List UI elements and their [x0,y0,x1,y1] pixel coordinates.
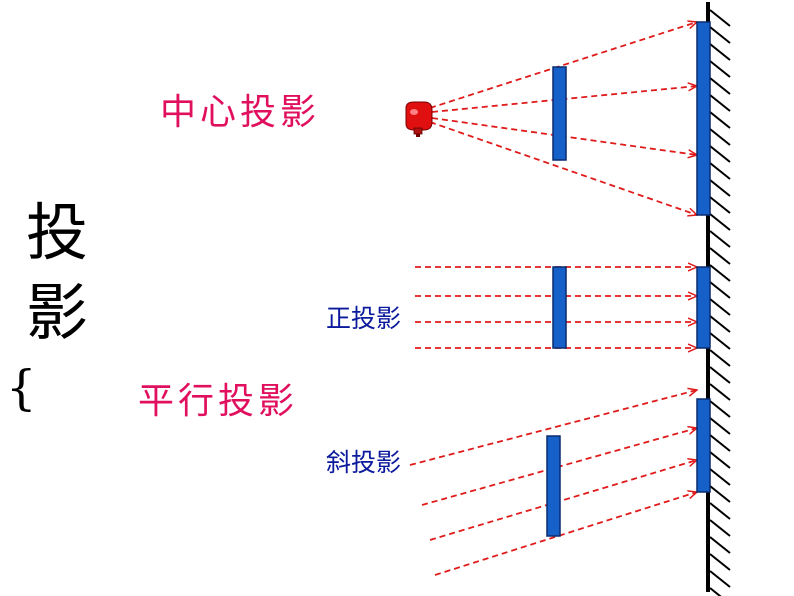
brace: { [6,360,37,416]
hatch-line [709,315,731,333]
oblique-projection-label: 斜投影 [326,448,402,477]
orthographic-projection-label: 正投影 [326,304,402,333]
light-bulb-icon [405,101,433,137]
hatch-line [709,111,731,129]
hatch-line [709,587,722,596]
ray [429,22,697,109]
hatch-line [709,332,731,350]
central-object [552,66,567,161]
hatch-line [709,519,731,537]
hatch-line [709,434,731,452]
shadows [696,21,711,493]
wall-hatching [709,9,731,596]
hatch-line [709,468,731,486]
orthographic-shadow [696,266,711,349]
hatch-line [709,230,731,248]
hatch-line [709,349,731,367]
hatch-line [709,9,731,27]
hatch-line [709,94,731,112]
hatch-line [709,553,731,571]
hatch-line [709,264,731,282]
wall [706,2,731,596]
hatch-line [709,162,731,180]
ray [429,460,697,541]
hatch-line [709,247,731,265]
ray [429,121,697,215]
orthographic-object [552,266,567,349]
hatch-line [709,60,731,78]
hatch-line [709,400,731,418]
hatch-line [709,179,731,197]
ray [434,492,697,576]
hatch-line [709,128,731,146]
hatch-line [709,43,731,61]
hatch-line [709,536,731,554]
title-char-1: 投 [26,196,89,269]
hatch-line [709,196,731,214]
hatch-line [709,213,731,231]
hatch-line [709,451,731,469]
hatch-line [709,417,731,435]
central-shadow [696,21,711,216]
objects [546,66,567,537]
hatch-line [709,298,731,316]
central-projection-label: 中心投影 [160,92,321,133]
hatch-line [709,485,731,503]
parallel-projection-label: 平行投影 [138,381,299,422]
hatch-line [709,77,731,95]
oblique-object [546,435,561,537]
hatch-line [709,502,731,520]
hatch-line [709,281,731,299]
title-char-2: 影 [26,276,89,349]
hatch-line [709,570,731,588]
hatch-line [709,145,731,163]
hatch-line [709,26,731,44]
oblique-shadow [696,398,711,493]
hatch-line [709,366,731,384]
hatch-line [709,383,731,401]
